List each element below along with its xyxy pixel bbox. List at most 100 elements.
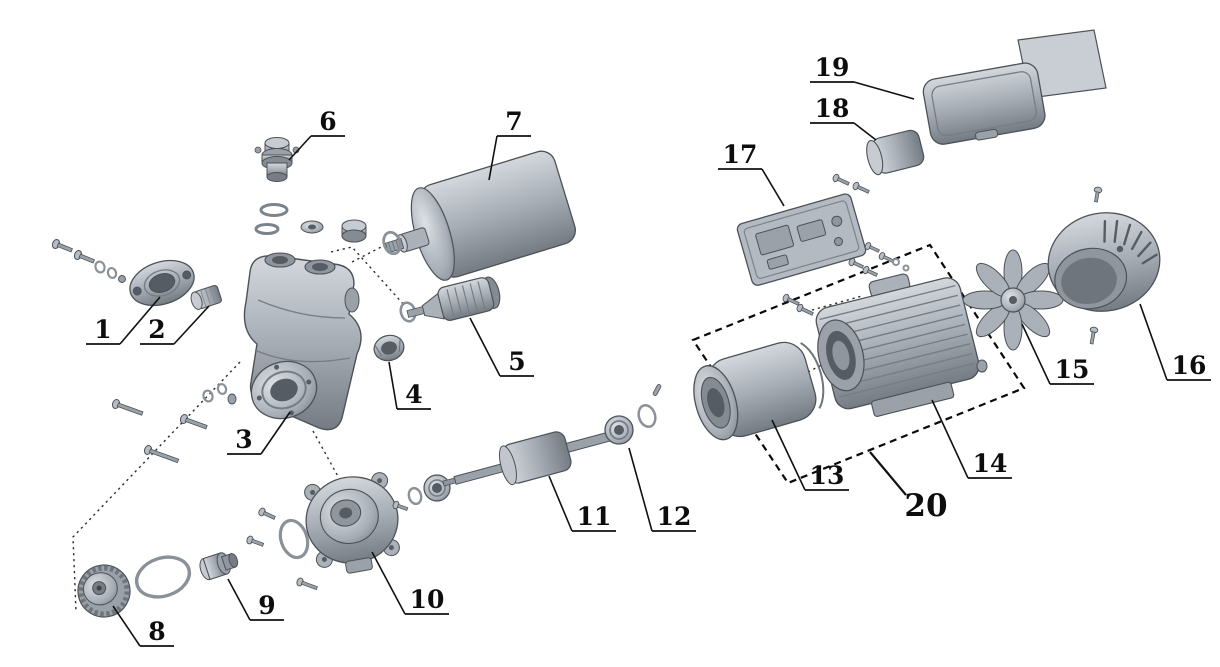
part-label-16: 16 <box>1139 303 1211 381</box>
washer <box>216 382 228 396</box>
part-11-rotor-shaft <box>442 427 627 487</box>
screw <box>852 181 870 194</box>
leader-line <box>853 81 915 100</box>
part-number: 11 <box>577 502 612 531</box>
leader-line <box>469 317 501 377</box>
part-10-pump-cover <box>304 472 400 574</box>
leader-line <box>853 122 877 141</box>
leader-line <box>931 399 969 479</box>
leader-line <box>548 475 573 532</box>
part-number: 19 <box>815 53 850 82</box>
part-label-17: 17 <box>718 140 785 207</box>
screw <box>848 257 864 269</box>
part-number: 2 <box>148 315 165 344</box>
leader-line <box>869 451 907 496</box>
part-number: 3 <box>235 425 252 454</box>
part-3-pump-body <box>243 252 362 431</box>
washer <box>407 486 423 506</box>
leader-line <box>173 305 210 345</box>
screw <box>864 242 880 253</box>
part-number: 9 <box>258 591 275 620</box>
screw <box>296 577 318 591</box>
part-label-15: 15 <box>1021 323 1094 385</box>
screw <box>796 303 814 316</box>
part-label-1: 1 <box>86 296 161 345</box>
part-17-terminal-board <box>736 193 867 286</box>
washer <box>106 266 118 280</box>
part-number: 13 <box>810 461 845 490</box>
leader-line <box>288 135 312 161</box>
leader-line <box>260 411 291 455</box>
bolt <box>179 414 208 430</box>
part-16-fan-cover <box>1047 212 1161 312</box>
screw <box>862 265 878 277</box>
o-ring <box>254 223 280 235</box>
cap <box>341 219 367 243</box>
bolt <box>143 445 180 464</box>
o-ring <box>259 203 289 217</box>
part-label-5: 5 <box>469 317 534 377</box>
part-label-4: 4 <box>388 361 431 410</box>
part-number: 8 <box>148 617 165 646</box>
leader-line <box>371 551 406 615</box>
part-label-3: 3 <box>227 411 291 455</box>
leader-line <box>488 135 498 181</box>
part-number: 15 <box>1055 355 1090 384</box>
leader-line <box>112 605 141 647</box>
part-number: 17 <box>723 140 758 169</box>
part-label-9: 9 <box>227 578 284 621</box>
part-label-7: 7 <box>488 107 531 181</box>
screw <box>1093 186 1103 203</box>
part-7-pressure-tank <box>384 150 577 281</box>
part-9-plug <box>199 552 239 581</box>
screw <box>51 239 73 253</box>
part-4-nut <box>373 334 405 362</box>
part-19-terminal-box-cover <box>922 62 1046 145</box>
leader-line <box>628 447 653 532</box>
leader-line <box>119 296 161 345</box>
part-1-flange <box>129 259 195 307</box>
part-20-motor-assembly-outline <box>691 243 1026 485</box>
part-label-19: 19 <box>810 53 915 100</box>
o-ring <box>134 555 192 599</box>
part-label-20: 20 <box>869 451 948 524</box>
part-number: 1 <box>94 315 111 344</box>
part-number: 18 <box>815 94 850 123</box>
part-label-10: 10 <box>371 551 449 615</box>
part-label-8: 8 <box>112 605 174 647</box>
part-number: 5 <box>508 347 525 376</box>
seal-disc <box>300 220 324 234</box>
nut <box>118 275 126 283</box>
part-14-motor-stator <box>815 273 980 417</box>
part-label-11: 11 <box>548 475 616 532</box>
gasket <box>278 518 310 560</box>
leader-line <box>1021 323 1051 385</box>
bearing <box>423 474 451 502</box>
screw <box>392 500 409 511</box>
leader-line <box>761 168 785 207</box>
part-label-13: 13 <box>771 419 849 491</box>
part-label-6: 6 <box>288 107 345 161</box>
screw <box>832 173 850 186</box>
part-15-fan <box>962 249 1064 351</box>
part-number: 20 <box>904 488 947 524</box>
part-5-ejector <box>406 276 501 321</box>
screw <box>73 250 95 264</box>
part-label-18: 18 <box>810 94 877 141</box>
washer <box>202 389 214 403</box>
screw <box>246 535 265 547</box>
leader-line <box>388 361 398 410</box>
part-label-14: 14 <box>931 399 1012 479</box>
part-18-capacitor <box>866 129 925 176</box>
screw <box>782 293 800 306</box>
part-number: 14 <box>973 449 1008 478</box>
part-number: 4 <box>405 380 422 409</box>
part-8-impeller <box>77 564 131 618</box>
leader-line <box>1139 303 1168 381</box>
leader-line <box>227 578 251 621</box>
bolt <box>111 399 144 416</box>
screw <box>258 507 276 520</box>
cap <box>227 393 237 405</box>
washer <box>892 258 900 266</box>
part-number: 6 <box>319 107 336 136</box>
